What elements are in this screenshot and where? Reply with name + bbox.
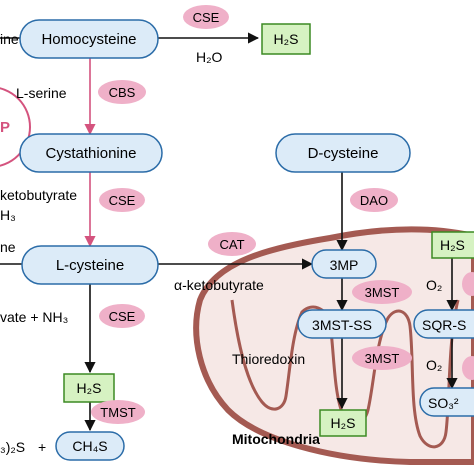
label-ine-top: ine: [0, 31, 19, 47]
enzyme-cbs-label: CBS: [109, 85, 136, 100]
enzyme-cse-low: [99, 304, 145, 328]
enzyme-3mst-2-label: 3MST: [365, 351, 400, 366]
label-alpha-ketobutyrate: α-ketobutyrate: [174, 277, 264, 293]
label-thioredoxin: Thioredoxin: [232, 351, 305, 367]
h2s-mito-label: H₂S: [331, 415, 356, 431]
so3-node: [419, 387, 474, 417]
enzyme-tmst: [91, 400, 145, 424]
label-ketobutyrate-top: ketobutyrate: [0, 187, 77, 203]
cystathionine-label: Cystathionine: [46, 145, 137, 162]
enzyme-badges: CSE CBS CSE CSE TMST CAT DAO 3MST 3MST: [91, 5, 474, 424]
h2s-top-node: [261, 23, 311, 55]
so3-label: SO₃²: [428, 395, 459, 411]
annotation-labels: H₂O L-serine ketobutyrate H₃ ine ne vate…: [0, 31, 442, 455]
d-cysteine-label: D-cysteine: [308, 145, 379, 162]
enzyme-partial-right-bottom: [462, 356, 474, 380]
sqr-s-node: [413, 309, 474, 339]
enzyme-3mst-1: [352, 280, 412, 304]
3mst-ss-label: 3MST-SS: [312, 317, 372, 333]
enzyme-cse-low-label: CSE: [109, 309, 136, 324]
homocysteine-node: [19, 19, 159, 59]
enzyme-tmst-label: TMST: [100, 405, 135, 420]
3mp-label: 3MP: [330, 257, 359, 273]
enzyme-dao: [350, 188, 398, 212]
ch4s-label: CH₄S: [72, 438, 107, 454]
enzyme-cse-top-label: CSE: [193, 10, 220, 25]
enzyme-cat-label: CAT: [219, 237, 244, 252]
3mp-node: [311, 249, 377, 279]
h2s-nodes: H₂S H₂S H₂S H₂S CH₄S: [55, 23, 474, 461]
d-cysteine-node: [275, 133, 411, 173]
h2s-top-label: H₂S: [274, 31, 299, 47]
homocysteine-label: Homocysteine: [41, 31, 136, 48]
label-o2-b: O₂: [426, 357, 442, 373]
enzyme-3mst-2: [352, 346, 412, 370]
label-o2-a: O₂: [426, 277, 442, 293]
label-pyruvate: vate + NH₃: [0, 309, 68, 325]
enzyme-cse-top: [183, 5, 229, 29]
enzyme-cat: [208, 232, 256, 256]
l-cysteine-label: L-cysteine: [56, 257, 124, 274]
partial-label: P: [0, 119, 10, 136]
sqr-s-label: SQR-S: [422, 317, 466, 333]
enzyme-cse-mid-label: CSE: [109, 193, 136, 208]
3mst-ss-node: [297, 309, 387, 339]
enzyme-3mst-1-label: 3MST: [365, 285, 400, 300]
metabolite-nodes: Homocysteine Cystathionine L-cysteine D-…: [19, 19, 474, 417]
label-h2o: H₂O: [196, 49, 223, 65]
label-ne-mid: ne: [0, 239, 16, 255]
label-plus: +: [38, 439, 46, 455]
l-cysteine-node: [21, 245, 159, 285]
h2s-left-label: H₂S: [77, 380, 102, 396]
arrows: [0, 32, 458, 432]
label-mitochondria: Mitochondria: [232, 431, 320, 447]
enzyme-cse-mid: [99, 188, 145, 212]
label-l-serine: L-serine: [16, 85, 67, 101]
ch4s-node: [55, 431, 125, 461]
h2s-right-node: [431, 231, 474, 259]
h2s-right-label: H₂S: [440, 237, 465, 253]
label-nh3-top: H₃: [0, 207, 16, 223]
h2s-left-node: [63, 373, 115, 403]
partial-circle: [0, 87, 31, 167]
enzyme-partial-right-top: [462, 272, 474, 296]
enzyme-dao-label: DAO: [360, 193, 388, 208]
h2s-mito-node: [319, 409, 367, 437]
cystathionine-node: [19, 133, 163, 173]
enzyme-cbs: [98, 80, 146, 104]
label-bottom-left: ₃)₂S: [0, 439, 25, 455]
